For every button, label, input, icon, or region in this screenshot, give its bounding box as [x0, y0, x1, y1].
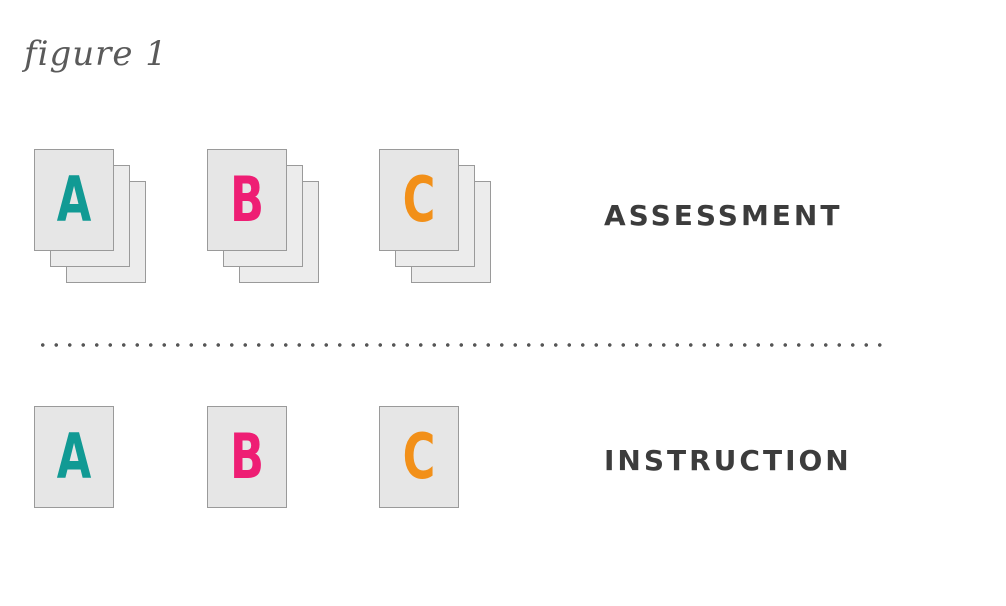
letter-a: A — [56, 163, 92, 236]
letter-c: C — [402, 420, 436, 493]
card-b: B — [207, 149, 287, 251]
letter-a: A — [56, 420, 92, 493]
assessment-label: ASSESSMENT — [604, 199, 843, 232]
letter-c: C — [402, 163, 436, 236]
dotted-divider — [36, 342, 884, 348]
card-c: C — [379, 149, 459, 251]
instruction-label: INSTRUCTION — [604, 444, 852, 477]
card-a: A — [34, 406, 114, 508]
card-b: B — [207, 406, 287, 508]
letter-b: B — [229, 163, 265, 236]
letter-b: B — [229, 420, 265, 493]
figure-title: figure 1 — [24, 34, 168, 74]
card-c: C — [379, 406, 459, 508]
card-a: A — [34, 149, 114, 251]
